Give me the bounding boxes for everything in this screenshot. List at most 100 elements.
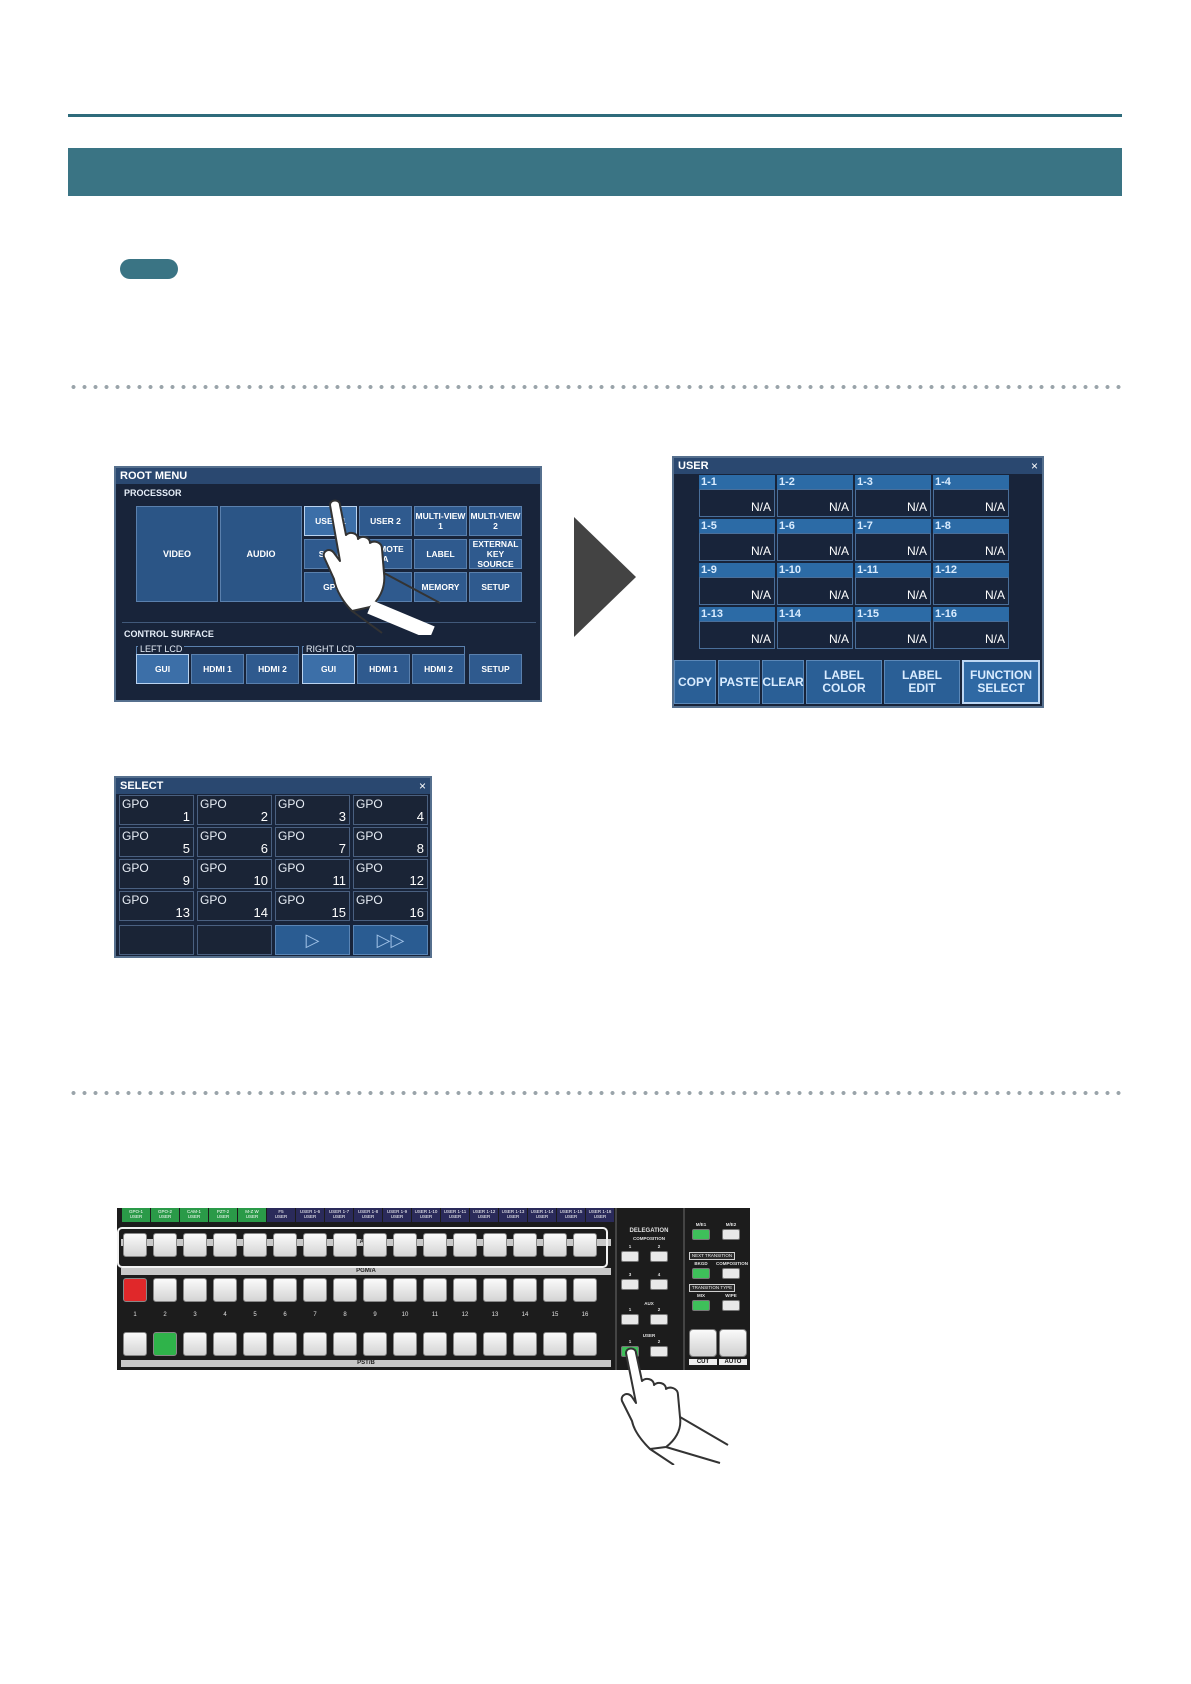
pst-bus-button[interactable] (393, 1332, 417, 1356)
surface-setup-button[interactable]: SETUP (469, 654, 522, 684)
pgm-bus-button[interactable] (393, 1278, 417, 1302)
pst-bus-button[interactable] (423, 1332, 447, 1356)
last-page-button[interactable]: ▷▷ (353, 925, 428, 955)
pst-bus-button[interactable] (123, 1332, 147, 1356)
pgm-bus-button[interactable] (333, 1278, 357, 1302)
copy-button[interactable]: COPY (674, 660, 716, 704)
pgm-bus-button[interactable] (483, 1278, 507, 1302)
pgm-bus-button[interactable] (543, 1278, 567, 1302)
pst-bus-button[interactable] (213, 1332, 237, 1356)
composition-4-button[interactable] (650, 1279, 668, 1290)
pgm-bus-button[interactable] (153, 1278, 177, 1302)
me1-button[interactable] (692, 1229, 710, 1240)
aux-bus-button[interactable] (483, 1233, 507, 1257)
pst-bus-button[interactable] (303, 1332, 327, 1356)
aux-bus-button[interactable] (153, 1233, 177, 1257)
pst-bus-button[interactable] (273, 1332, 297, 1356)
aux-bus-button[interactable] (423, 1233, 447, 1257)
audio-button[interactable]: AUDIO (220, 506, 302, 602)
aux-bus-button[interactable] (183, 1233, 207, 1257)
aux-2-button[interactable] (650, 1314, 668, 1325)
aux-bus-button[interactable] (453, 1233, 477, 1257)
pgm-bus-button[interactable] (243, 1278, 267, 1302)
pst-bus-button[interactable] (573, 1332, 597, 1356)
mix-button[interactable] (692, 1300, 710, 1311)
user2-button[interactable]: USER 2 (359, 506, 412, 536)
pgm-bus-button[interactable] (273, 1278, 297, 1302)
composition-transition-button[interactable] (722, 1268, 740, 1279)
aux-bus-button[interactable] (273, 1233, 297, 1257)
pst-bus-button[interactable] (483, 1332, 507, 1356)
multiview1-button[interactable]: MULTI-VIEW 1 (414, 506, 467, 536)
aux-bus-button[interactable] (513, 1233, 537, 1257)
left-hdmi1-button[interactable]: HDMI 1 (191, 654, 244, 684)
aux-bus-button[interactable] (393, 1233, 417, 1257)
pgm-bus-button[interactable] (363, 1278, 387, 1302)
cut-button[interactable] (689, 1329, 717, 1357)
composition-2-button[interactable] (650, 1251, 668, 1262)
pst-bus-button[interactable] (513, 1332, 537, 1356)
pst-bus-button[interactable] (453, 1332, 477, 1356)
pgm-bus-button[interactable] (573, 1278, 597, 1302)
setup-button[interactable]: SETUP (469, 572, 522, 602)
aux-bus-button[interactable] (303, 1233, 327, 1257)
pst-bus-button[interactable] (363, 1332, 387, 1356)
pgm-bus-button[interactable] (453, 1278, 477, 1302)
close-icon[interactable]: × (418, 779, 426, 793)
next-page-button[interactable]: ▷ (275, 925, 350, 955)
right-hdmi1-button[interactable]: HDMI 1 (357, 654, 410, 684)
clear-button[interactable]: CLEAR (762, 660, 804, 704)
me2-button[interactable] (722, 1229, 740, 1240)
aux-1-button[interactable] (621, 1314, 639, 1325)
pst-bus-button[interactable] (243, 1332, 267, 1356)
label-button[interactable]: LABEL (414, 539, 467, 569)
aux-bus-button[interactable] (363, 1233, 387, 1257)
pst-bus-button[interactable] (543, 1332, 567, 1356)
auto-button[interactable] (719, 1329, 747, 1357)
pgm-bus-button[interactable] (213, 1278, 237, 1302)
pgm-bus-button[interactable] (123, 1278, 147, 1302)
multiview2-button[interactable]: MULTI-VIEW 2 (469, 506, 522, 536)
composition-3-button[interactable] (621, 1279, 639, 1290)
aux-bus-button[interactable] (333, 1233, 357, 1257)
video-button[interactable]: VIDEO (136, 506, 218, 602)
memory-button[interactable]: MEMORY (414, 572, 467, 602)
aux-bus-button[interactable] (213, 1233, 237, 1257)
pgm-bus-button[interactable] (423, 1278, 447, 1302)
composition-1-button[interactable] (621, 1251, 639, 1262)
external-key-source-button[interactable]: EXTERNAL KEY SOURCE (469, 539, 522, 569)
pst-bus-button[interactable] (183, 1332, 207, 1356)
right-gui-button[interactable]: GUI (302, 654, 355, 684)
pgm-bus-button[interactable] (183, 1278, 207, 1302)
function-select-button[interactable]: FUNCTION SELECT (962, 660, 1040, 704)
pst-bus-button[interactable] (153, 1332, 177, 1356)
aux-bus-button[interactable] (243, 1233, 267, 1257)
pst-bus-button[interactable] (333, 1332, 357, 1356)
